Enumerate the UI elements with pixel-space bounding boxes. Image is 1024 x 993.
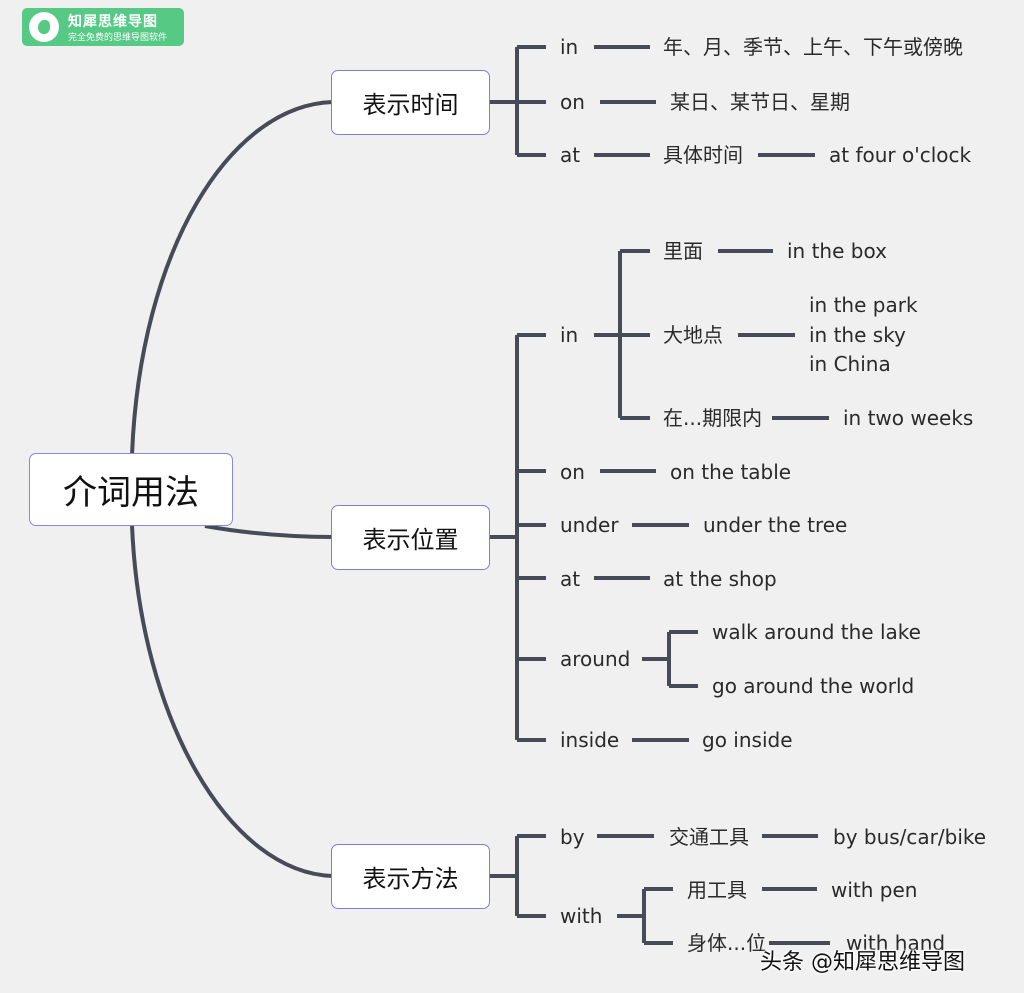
place-inside-example[interactable]: go inside: [702, 728, 793, 752]
place-under-example[interactable]: under the tree: [703, 513, 848, 537]
time-in[interactable]: in: [560, 35, 579, 59]
time-on-desc[interactable]: 某日、某节日、星期: [670, 90, 850, 114]
place-inside[interactable]: inside: [560, 728, 620, 752]
place-in-period-example[interactable]: in two weeks: [843, 406, 974, 430]
method-by-example[interactable]: by bus/car/bike: [833, 825, 987, 849]
logo-name: 知犀思维导图: [68, 14, 158, 30]
app-logo: 知犀思维导图 完全免费的思维导图软件: [22, 8, 184, 46]
time-in-desc[interactable]: 年、月、季节、上午、下午或傍晚: [663, 35, 963, 59]
method-by-desc[interactable]: 交通工具: [669, 825, 749, 849]
place-in[interactable]: in: [560, 323, 579, 347]
method-by[interactable]: by: [560, 825, 585, 849]
method-with-body[interactable]: 身体...位: [687, 931, 767, 955]
edge-root-method: [130, 524, 334, 878]
place-in-inside-example[interactable]: in the box: [787, 239, 887, 263]
branch-method[interactable]: 表示方法: [331, 844, 490, 909]
root-node[interactable]: 介词用法: [29, 453, 233, 526]
logo-tagline: 完全免费的思维导图软件: [68, 33, 168, 43]
edge-root-place: [204, 524, 334, 539]
edge-root-time: [130, 100, 334, 456]
place-at-example[interactable]: at the shop: [663, 567, 777, 591]
rhino-logo-icon: [29, 12, 59, 42]
place-around-example[interactable]: walk around the lake: [712, 620, 921, 644]
place-under[interactable]: under: [560, 513, 619, 537]
branch-time[interactable]: 表示时间: [331, 70, 490, 135]
time-at-desc[interactable]: 具体时间: [663, 143, 743, 167]
place-at[interactable]: at: [560, 567, 581, 591]
time-at-example[interactable]: at four o'clock: [829, 143, 972, 167]
place-in-big-example[interactable]: in China: [809, 352, 891, 376]
time-at[interactable]: at: [560, 143, 581, 167]
branch-place[interactable]: 表示位置: [331, 505, 490, 570]
place-around[interactable]: around: [560, 647, 631, 671]
place-in-big-place[interactable]: 大地点: [663, 323, 723, 347]
time-on[interactable]: on: [560, 90, 585, 114]
place-in-big-example[interactable]: in the park: [809, 293, 918, 317]
place-in-big-example[interactable]: in the sky: [809, 323, 906, 347]
place-in-period[interactable]: 在...期限内: [663, 406, 763, 430]
place-on[interactable]: on: [560, 460, 585, 484]
place-around-example[interactable]: go around the world: [712, 674, 915, 698]
method-with[interactable]: with: [560, 904, 603, 928]
place-on-example[interactable]: on the table: [670, 460, 792, 484]
method-with-tool-example[interactable]: with pen: [831, 878, 918, 902]
place-in-inside[interactable]: 里面: [663, 239, 703, 263]
method-with-body-example[interactable]: with hand: [846, 931, 946, 955]
watermark: 头条 @知犀思维导图: [760, 950, 965, 975]
method-with-tool[interactable]: 用工具: [687, 878, 747, 902]
